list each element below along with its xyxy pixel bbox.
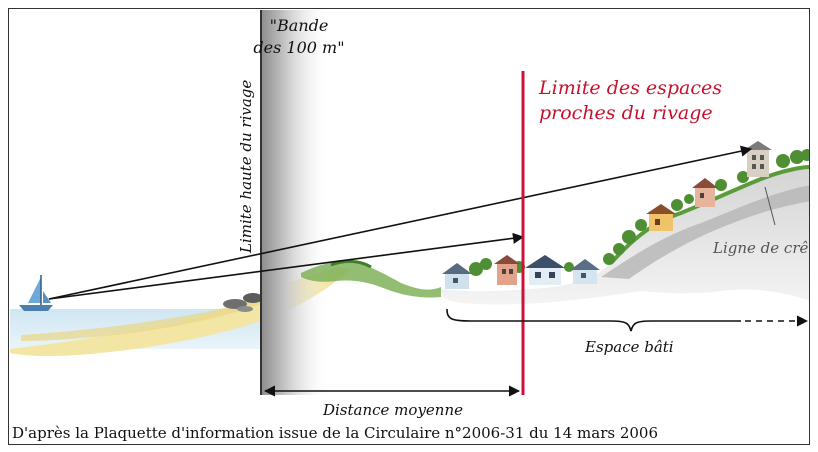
band-100m xyxy=(260,10,330,395)
beach-sand-shade xyxy=(21,291,273,341)
limite-espaces-label-line1: Limite des espaces xyxy=(538,77,722,99)
house-icon xyxy=(570,259,600,284)
sight-line-low xyxy=(48,232,525,300)
espace-bati-brace xyxy=(446,308,741,332)
dune-vegetation xyxy=(301,261,441,298)
tree-icon xyxy=(469,149,809,276)
distance-moyenne-label: Distance moyenne xyxy=(322,401,463,419)
sailboat-icon xyxy=(19,275,53,311)
sight-line-high xyxy=(48,145,753,300)
limite-haute-label: Limite haute du rivage xyxy=(237,80,255,254)
ligne-crete-label: Ligne de crête xyxy=(712,239,810,257)
house-icon xyxy=(494,255,520,285)
house-icon xyxy=(525,255,565,285)
diagram-frame: "Bande des 100 m" Limite haute du rivage… xyxy=(8,8,810,445)
limite-espaces-label-line2: proches du rivage xyxy=(539,102,713,124)
coastal-law-diagram: "Bande des 100 m" Limite haute du rivage… xyxy=(10,10,810,419)
house-icon xyxy=(442,263,472,289)
hillside xyxy=(441,167,809,305)
house-icon xyxy=(646,204,676,231)
hill-ridge-shade xyxy=(601,185,809,279)
bande-label-line1: "Bande xyxy=(270,16,329,35)
bande-label-line2: des 100 m" xyxy=(253,38,344,57)
house-icon xyxy=(744,141,772,177)
ligne-crete-pointer xyxy=(764,186,776,226)
espace-bati-label: Espace bâti xyxy=(584,338,674,356)
source-caption: D'après la Plaquette d'information issue… xyxy=(12,424,659,442)
house-icon xyxy=(692,178,718,207)
